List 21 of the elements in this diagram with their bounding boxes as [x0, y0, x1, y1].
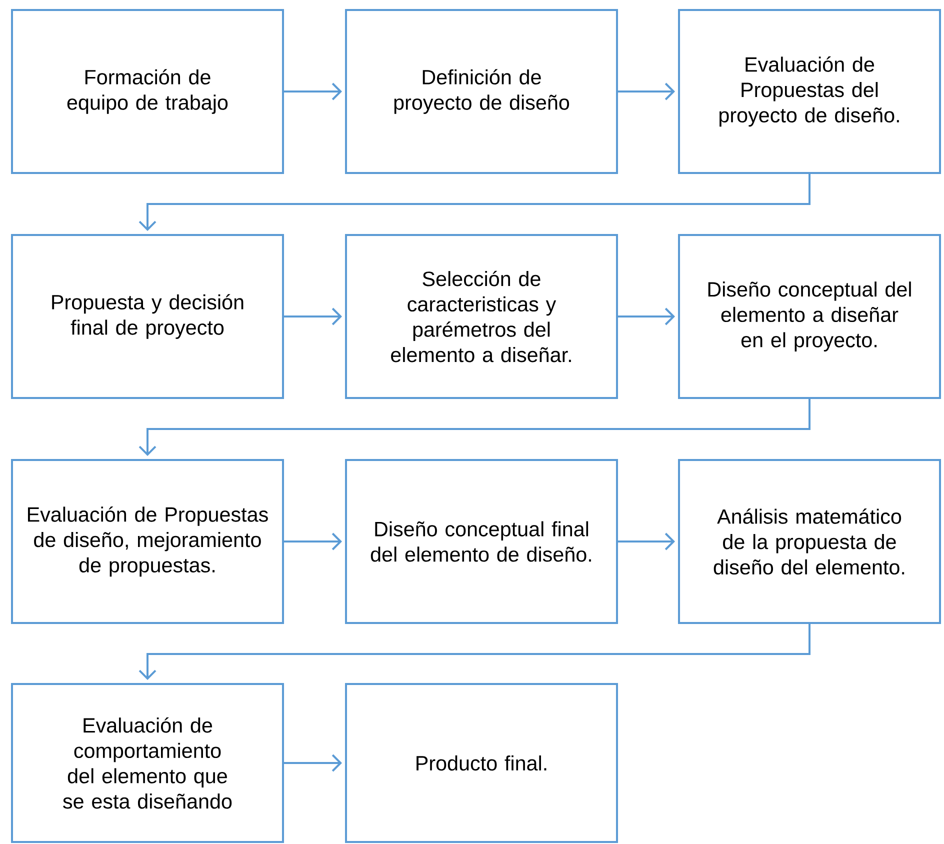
- arrow: [138, 624, 810, 680]
- arrow: [138, 174, 810, 231]
- process-box: Evaluación de Propuestas de diseño, mejoramiento de propuestas.: [11, 459, 284, 624]
- arrow: [138, 399, 810, 456]
- process-box: Formación de equipo de trabajo: [11, 9, 284, 174]
- process-box: Diseño conceptual del elemento a diseñar en el proyecto.: [678, 234, 941, 399]
- process-box: Diseño conceptual final del elemento de diseño.: [345, 459, 618, 624]
- arrow: [618, 308, 675, 326]
- process-box: Producto final.: [345, 683, 618, 843]
- arrow: [284, 532, 342, 550]
- process-box: Evaluación de Propuestas del proyecto de diseño.: [678, 9, 941, 174]
- process-box: Evaluación de comportamiento del elemento que se esta diseñando: [11, 683, 284, 843]
- arrow: [618, 82, 675, 100]
- arrow: [618, 532, 675, 550]
- process-box: Análisis matemático de la propuesta de diseño del elemento.: [678, 459, 941, 624]
- process-box: Definición de proyecto de diseño: [345, 9, 618, 174]
- arrow: [284, 82, 342, 100]
- arrow: [284, 754, 342, 772]
- arrow: [284, 308, 342, 326]
- process-box: Selección de caracteristicas y parémetros del elemento a diseñar.: [345, 234, 618, 399]
- process-box: Propuesta y decisión final de proyecto: [11, 234, 284, 399]
